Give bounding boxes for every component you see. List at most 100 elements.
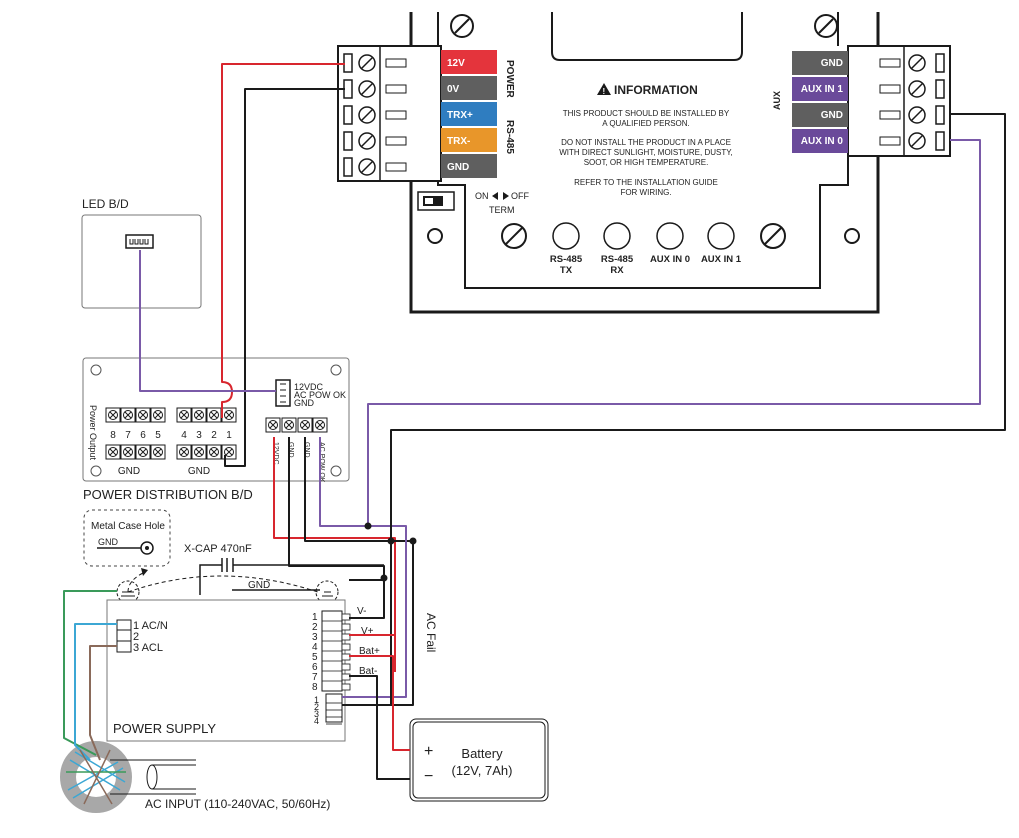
term-switch[interactable]: [417, 191, 455, 211]
dc-terminal-number: 4: [312, 642, 318, 653]
info-line: SOOT, OR HIGH TEMPERATURE.: [584, 158, 709, 167]
pd-connector-label: 12VDC: [294, 382, 324, 392]
terminal-screw-icon: [221, 407, 237, 423]
terminal-slot: [935, 131, 945, 151]
pd-connector-label: GND: [294, 398, 315, 408]
led-label: TX: [560, 265, 573, 276]
screw-icon: [501, 223, 527, 249]
pd-number: 5: [155, 430, 161, 441]
battery-plus-icon: +: [424, 743, 433, 760]
battery-minus-icon: −: [424, 768, 433, 785]
screw-icon: [908, 132, 926, 150]
wires: [63, 63, 1006, 805]
terminal-screw-icon: [176, 407, 192, 423]
ac-terminal-label: 3 ACL: [133, 642, 163, 654]
power-output-label: Power Output: [88, 405, 98, 461]
terminal-screw-icon: [176, 444, 192, 460]
metal-case-gnd: GND: [98, 537, 119, 547]
info-line: REFER TO THE INSTALLATION GUIDE: [574, 178, 718, 187]
terminal-color-tag: [792, 103, 848, 127]
wire-brown-acl: [89, 645, 117, 761]
terminal-label: TRX+: [447, 110, 473, 121]
led-label: AUX IN 0: [650, 254, 690, 265]
screw-icon: [908, 54, 926, 72]
terminal-label: GND: [821, 110, 843, 121]
led-label: RX: [610, 265, 624, 276]
terminal-label: GND: [821, 58, 843, 69]
relay-terminal-number: 1: [314, 695, 319, 705]
status-led: [707, 222, 735, 250]
rs485-header: RS-485: [504, 120, 515, 154]
terminal-screw-icon: [120, 444, 136, 460]
ac-input-label: AC INPUT (110-240VAC, 50/60Hz): [145, 797, 330, 811]
screw-icon: [814, 14, 838, 38]
terminal-label: GND: [447, 162, 469, 173]
dc-terminal-number: 8: [312, 682, 318, 693]
pd-number: 6: [140, 430, 146, 441]
terminal-slot: [935, 105, 945, 125]
screw-icon: [358, 106, 376, 124]
x-cap: X-CAP 470nF GND: [116, 543, 384, 604]
battery: + − Battery (12V, 7Ah): [409, 718, 549, 802]
dc-terminal-number: 5: [312, 652, 318, 663]
pd-output-label: AC POW OK: [318, 442, 325, 483]
terminal-color-tag: [792, 77, 848, 101]
dc-terminal-number: 7: [312, 672, 318, 683]
led-label: RS-485: [601, 254, 634, 265]
terminal-screw-icon: [135, 444, 151, 460]
terminal-slot: [343, 157, 353, 177]
screw-icon: [760, 223, 786, 249]
terminal-color-tag: [441, 102, 497, 126]
screw-icon: [358, 54, 376, 72]
gnd-label: GND: [188, 466, 210, 477]
metal-case-hole: Metal Case Hole GND: [83, 509, 171, 567]
info-line: THIS PRODUCT SHOULD BE INSTALLED BY: [563, 109, 730, 118]
terminal-screw-icon: [150, 407, 166, 423]
battery-spec: (12V, 7Ah): [452, 763, 513, 778]
dc-label: Bat+: [359, 646, 380, 657]
wire-red-vplus: [349, 634, 410, 751]
wire-red-12vdc: [273, 437, 396, 672]
power-header: POWER: [504, 60, 515, 99]
led-connector-icon: [125, 234, 154, 249]
gnd-label: GND: [118, 466, 140, 477]
information-block: ! INFORMATION THIS PRODUCT SHOULD BE INS…: [559, 83, 733, 197]
terminal-screw-icon: [265, 417, 281, 433]
wire-purple-led: [139, 250, 276, 392]
screw-icon: [358, 158, 376, 176]
terminal-slot: [935, 79, 945, 99]
led-board-title: LED B/D: [82, 197, 129, 211]
wire-black-0v: [224, 88, 345, 467]
pd-number: 2: [211, 430, 217, 441]
term-off-label: OFF: [511, 191, 529, 201]
wire-black-auxgnd: [390, 113, 1006, 705]
terminal-screw-icon: [281, 417, 297, 433]
relay-terminal-number: 4: [314, 716, 319, 726]
right-terminal-block: [847, 45, 951, 157]
power-supply-title: POWER SUPPLY: [113, 721, 216, 736]
terminal-screw-icon: [206, 444, 222, 460]
terminal-label: AUX IN 1: [801, 84, 844, 95]
terminal-screw-icon: [191, 407, 207, 423]
terminal-slot: [343, 53, 353, 73]
ground-lug-icon: [140, 541, 154, 555]
term-label: TERM: [489, 205, 515, 215]
ac-input-cable-icon: [110, 759, 196, 795]
dc-terminal-number: 3: [312, 632, 318, 643]
wire-black-batminus: [349, 675, 410, 780]
terminal-color-tag: [792, 129, 848, 153]
screw-icon: [908, 80, 926, 98]
led-label: AUX IN 1: [701, 254, 742, 265]
arrow-left-right-icon: [492, 192, 509, 200]
pd-number: 8: [110, 430, 116, 441]
ac-terminal-label: 1 AC/N: [133, 620, 168, 632]
info-line: WITH DIRECT SUNLIGHT, MOISTURE, DUSTY,: [559, 148, 733, 157]
terminal-slot: [935, 53, 945, 73]
status-led: [656, 222, 684, 250]
terminal-screw-icon: [191, 444, 207, 460]
wire-blue-acn: [74, 623, 117, 761]
mount-hole: [427, 228, 443, 244]
